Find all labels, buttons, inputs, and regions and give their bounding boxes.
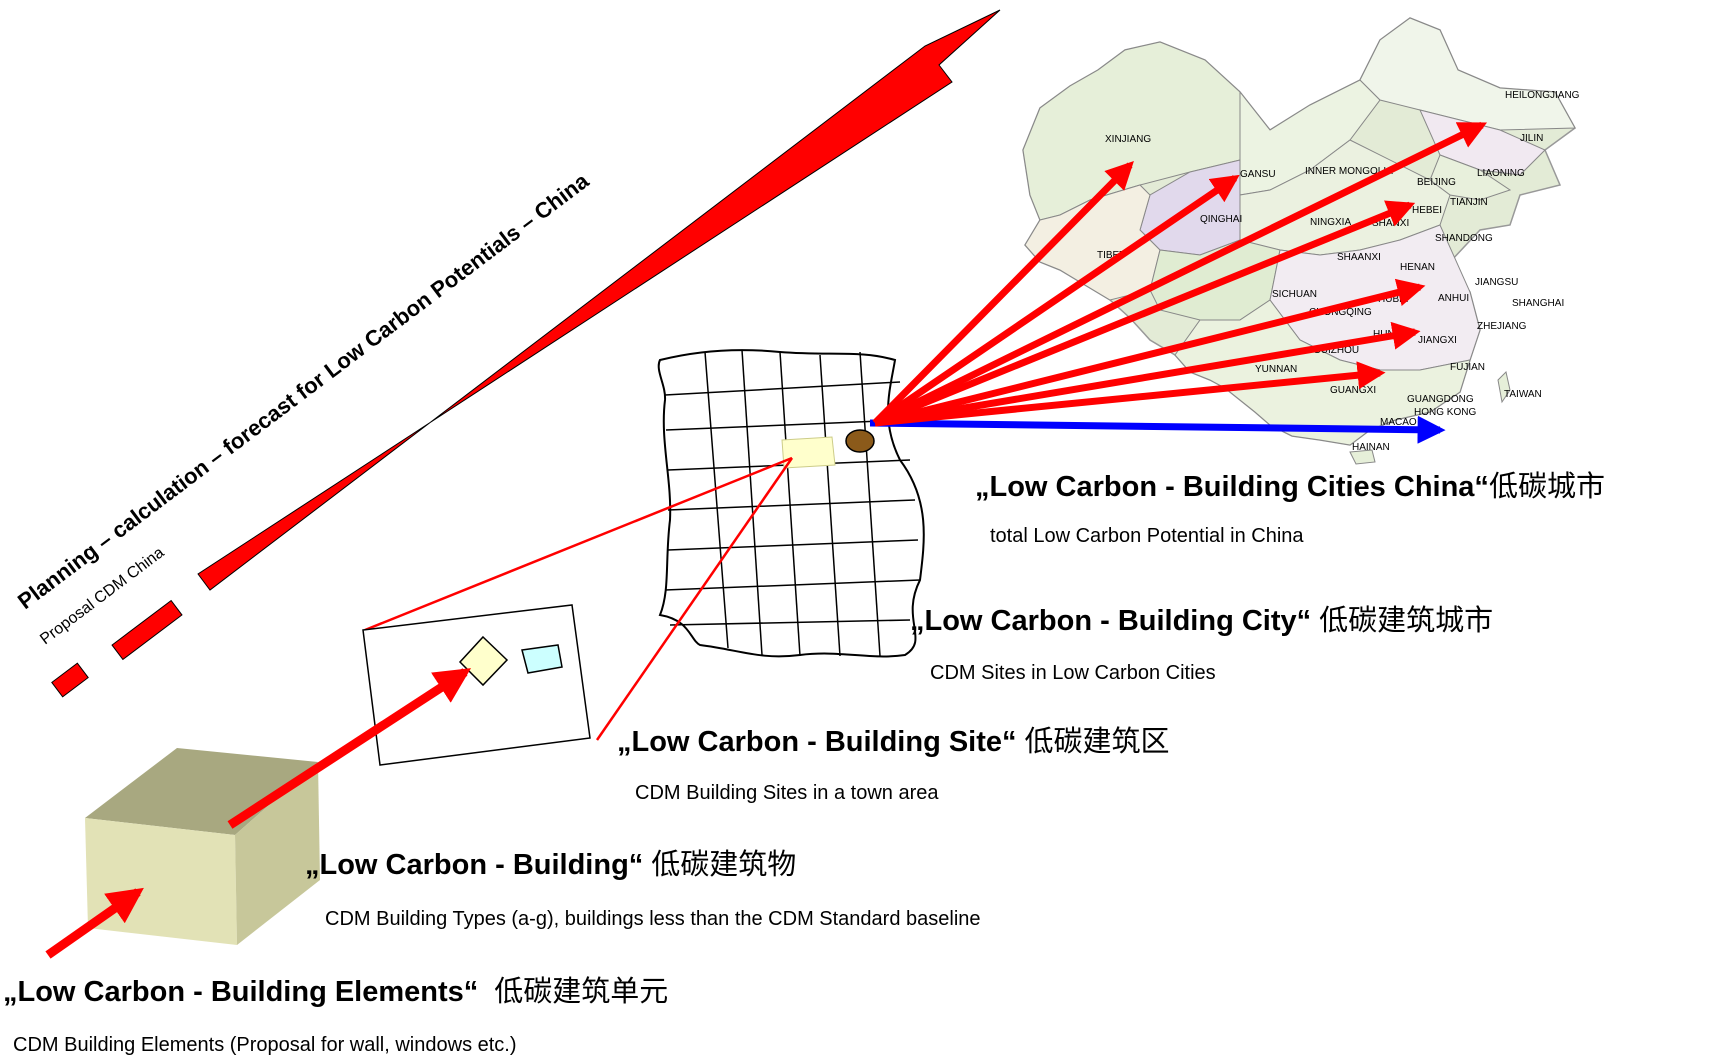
province-label: JILIN xyxy=(1520,133,1543,144)
level-elements: „Low Carbon - Building Elements“低碳建筑单元 C… xyxy=(3,975,668,1056)
region-hainan xyxy=(1349,449,1376,465)
arrow-building-to-site xyxy=(227,668,472,829)
province-label: TIBET xyxy=(1097,250,1125,261)
province-label: HUBEI xyxy=(1378,294,1409,305)
level-city: „Low Carbon - Building City“低碳建筑城市 CDM S… xyxy=(910,604,1493,684)
province-label: YUNNAN xyxy=(1255,364,1297,375)
province-label: ZHEJIANG xyxy=(1477,321,1527,332)
province-label: HONG KONG xyxy=(1414,407,1476,418)
province-label: FUJIAN xyxy=(1450,362,1485,373)
province-label: BEIJING xyxy=(1417,177,1456,188)
province-label: XINJIANG xyxy=(1105,134,1151,145)
province-arrows xyxy=(869,121,1488,444)
province-label: SICHUAN xyxy=(1272,289,1317,300)
planning-title: Planning – calculation – forecast for Lo… xyxy=(13,168,594,614)
box-front xyxy=(85,818,237,945)
arrow-dash-small xyxy=(51,662,89,698)
province-label: JIANGSU xyxy=(1475,277,1518,288)
province-label: JIANGXI xyxy=(1418,335,1457,346)
city-grid xyxy=(657,349,925,658)
arrow-to-gansu xyxy=(873,174,1240,426)
level-description: CDM Building Sites in a town area xyxy=(635,782,939,804)
province-label: SHAANXI xyxy=(1337,252,1381,263)
province-label: SHANGHAI xyxy=(1512,298,1564,309)
site-plan xyxy=(362,604,591,766)
province-label: MACAO xyxy=(1380,417,1417,428)
province-label: TIANJIN xyxy=(1450,197,1488,208)
zoom-line xyxy=(595,457,794,741)
arrow-to-guangdong xyxy=(869,415,1446,444)
province-label: SHANDONG xyxy=(1435,233,1493,244)
building-box xyxy=(85,748,320,945)
arrow-to-anhui xyxy=(874,278,1426,427)
city-location-marker xyxy=(845,429,875,453)
province-label: QINGHAI xyxy=(1200,214,1242,225)
province-label: GUIZHOU xyxy=(1313,345,1359,356)
level-title: „Low Carbon - Building City“低碳建筑城市 xyxy=(910,604,1493,637)
box-side xyxy=(235,762,320,945)
province-label: GUANGXI xyxy=(1330,385,1376,396)
region-taiwan xyxy=(1497,371,1511,404)
province-label: HENAN xyxy=(1400,262,1435,273)
level-cities-china: „Low Carbon - Building Cities China“低碳城市… xyxy=(975,470,1605,547)
city-outline xyxy=(657,349,925,658)
level-description: CDM Sites in Low Carbon Cities xyxy=(930,662,1216,684)
province-label: GANSU xyxy=(1240,169,1276,180)
province-label: GUANGDONG xyxy=(1407,394,1474,405)
province-label: TAIWAN xyxy=(1504,389,1542,400)
level-description: CDM Building Types (a-g), buildings less… xyxy=(325,908,981,930)
arrow-long-shaft xyxy=(197,9,1001,591)
box-top xyxy=(85,748,318,835)
arrow-to-hebei xyxy=(873,200,1416,427)
hierarchy-arrows xyxy=(45,668,472,959)
level-description: CDM Building Elements (Proposal for wall… xyxy=(13,1034,517,1056)
arrow-to-jiangxi xyxy=(874,321,1421,427)
province-label: LIAONING xyxy=(1477,168,1525,179)
province-label: HAINAN xyxy=(1352,442,1390,453)
arrow-to-xinjiang xyxy=(872,161,1134,426)
province-label: CHONGQING xyxy=(1309,307,1372,318)
highlight-block xyxy=(781,436,836,469)
arrow-to-heilongjiang xyxy=(873,121,1488,427)
arrow-elements-to-building xyxy=(45,887,144,959)
level-title: „Low Carbon - Building Elements“低碳建筑单元 xyxy=(3,975,668,1008)
level-title: „Low Carbon - Building Cities China“低碳城市 xyxy=(975,470,1605,503)
province-label: HEBEI xyxy=(1412,205,1442,216)
province-label: INNER MONGOLIA xyxy=(1305,166,1393,177)
level-building: „Low Carbon - Building“低碳建筑物 CDM Buildin… xyxy=(305,848,981,930)
level-title: „Low Carbon - Building Site“低碳建筑区 xyxy=(617,725,1170,758)
arrow-dash-medium xyxy=(111,599,183,661)
zoom-line xyxy=(364,456,793,632)
site-building-cyan xyxy=(521,644,563,674)
site-building-yellow xyxy=(458,635,509,687)
level-description: total Low Carbon Potential in China xyxy=(990,525,1304,547)
province-label: NINGXIA xyxy=(1310,217,1351,228)
province-label: ANHUI xyxy=(1438,293,1469,304)
level-title: „Low Carbon - Building“低碳建筑物 xyxy=(305,848,796,881)
region-heilongjiang xyxy=(1359,17,1576,131)
province-label: HEILONGJIANG xyxy=(1505,90,1580,101)
arrow-to-guangxi xyxy=(874,361,1386,427)
level-site: „Low Carbon - Building Site“低碳建筑区 CDM Bu… xyxy=(617,725,1170,804)
site-boundary xyxy=(362,604,591,766)
